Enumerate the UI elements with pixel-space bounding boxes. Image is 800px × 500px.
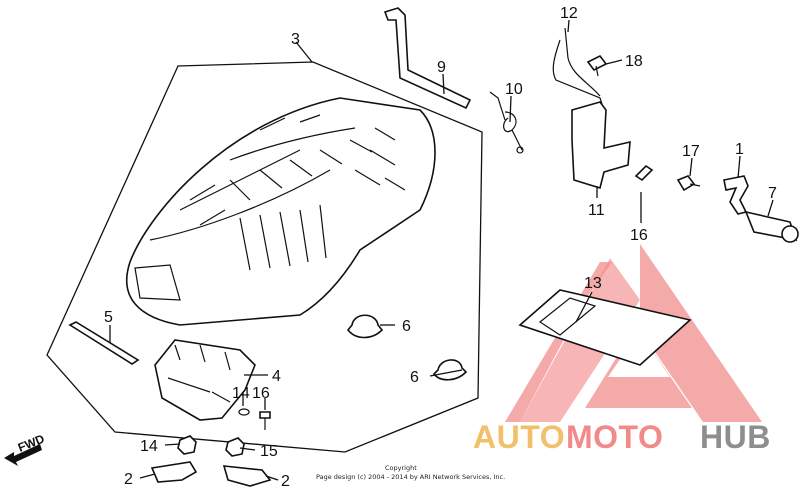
watermark-brand: AUTO MOTO HUB (473, 419, 771, 455)
callout-1: 1 (735, 141, 744, 158)
callout-11: 12 (560, 5, 578, 22)
callout-5: 5 (104, 309, 113, 326)
brand-auto: AUTO (473, 419, 565, 455)
part-plate (518, 289, 692, 366)
part-washer-13 (238, 408, 250, 416)
callout-13: 14 (232, 385, 250, 402)
callout-14-right: 15 (260, 443, 278, 460)
copyright-line1: Copyright (385, 464, 417, 472)
callout-10: 11 (588, 202, 605, 219)
callout-numbers: 3 9 10 12 18 11 16 17 1 7 13 5 6 6 4 14 … (104, 5, 777, 490)
part-lock-cylinder (744, 210, 799, 243)
callout-8: 9 (437, 59, 446, 76)
callout-6-lower: 6 (410, 369, 419, 386)
leader-lines (109, 19, 774, 481)
watermark-triangle-inner (505, 262, 612, 422)
brand-hub: HUB (700, 419, 771, 455)
part-bracket-left (150, 461, 198, 483)
part-rod-5 (68, 321, 140, 365)
part-rod (383, 7, 472, 110)
part-bolt-15 (259, 411, 271, 430)
callout-12: 13 (584, 275, 602, 292)
callout-2-right: 2 (281, 473, 290, 490)
callout-4: 4 (272, 368, 281, 385)
part-tray (154, 339, 256, 421)
part-bracket (571, 101, 631, 190)
callout-15: 16 (252, 385, 270, 402)
part-bracket-right (222, 465, 272, 487)
part-grommet-upper (346, 314, 384, 339)
part-holder (723, 175, 749, 215)
seat (125, 97, 436, 326)
callout-18: 18 (625, 53, 643, 70)
callout-16: 16 (630, 227, 648, 244)
callout-17: 17 (682, 143, 700, 160)
part-wire (552, 27, 603, 105)
callout-14-left: 14 (140, 438, 158, 455)
callout-6-upper: 6 (402, 318, 411, 335)
part-grommet-lower (432, 359, 468, 381)
callout-2-left: 2 (124, 471, 133, 488)
copyright-line2: Page design (c) 2004 - 2014 by ARI Netwo… (316, 473, 505, 481)
callout-3: 3 (291, 31, 300, 48)
part-nut-left (177, 435, 197, 455)
part-bolt-18 (586, 54, 608, 77)
part-spring (489, 91, 524, 154)
forward-arrow (4, 444, 42, 466)
part-clip-16 (634, 164, 654, 182)
callout-9: 10 (505, 81, 523, 98)
brand-moto: MOTO (566, 419, 663, 455)
assembly-boundary (46, 61, 483, 453)
callout-7: 7 (768, 185, 777, 202)
part-screw-17 (676, 175, 701, 192)
part-nut-right (225, 437, 245, 457)
